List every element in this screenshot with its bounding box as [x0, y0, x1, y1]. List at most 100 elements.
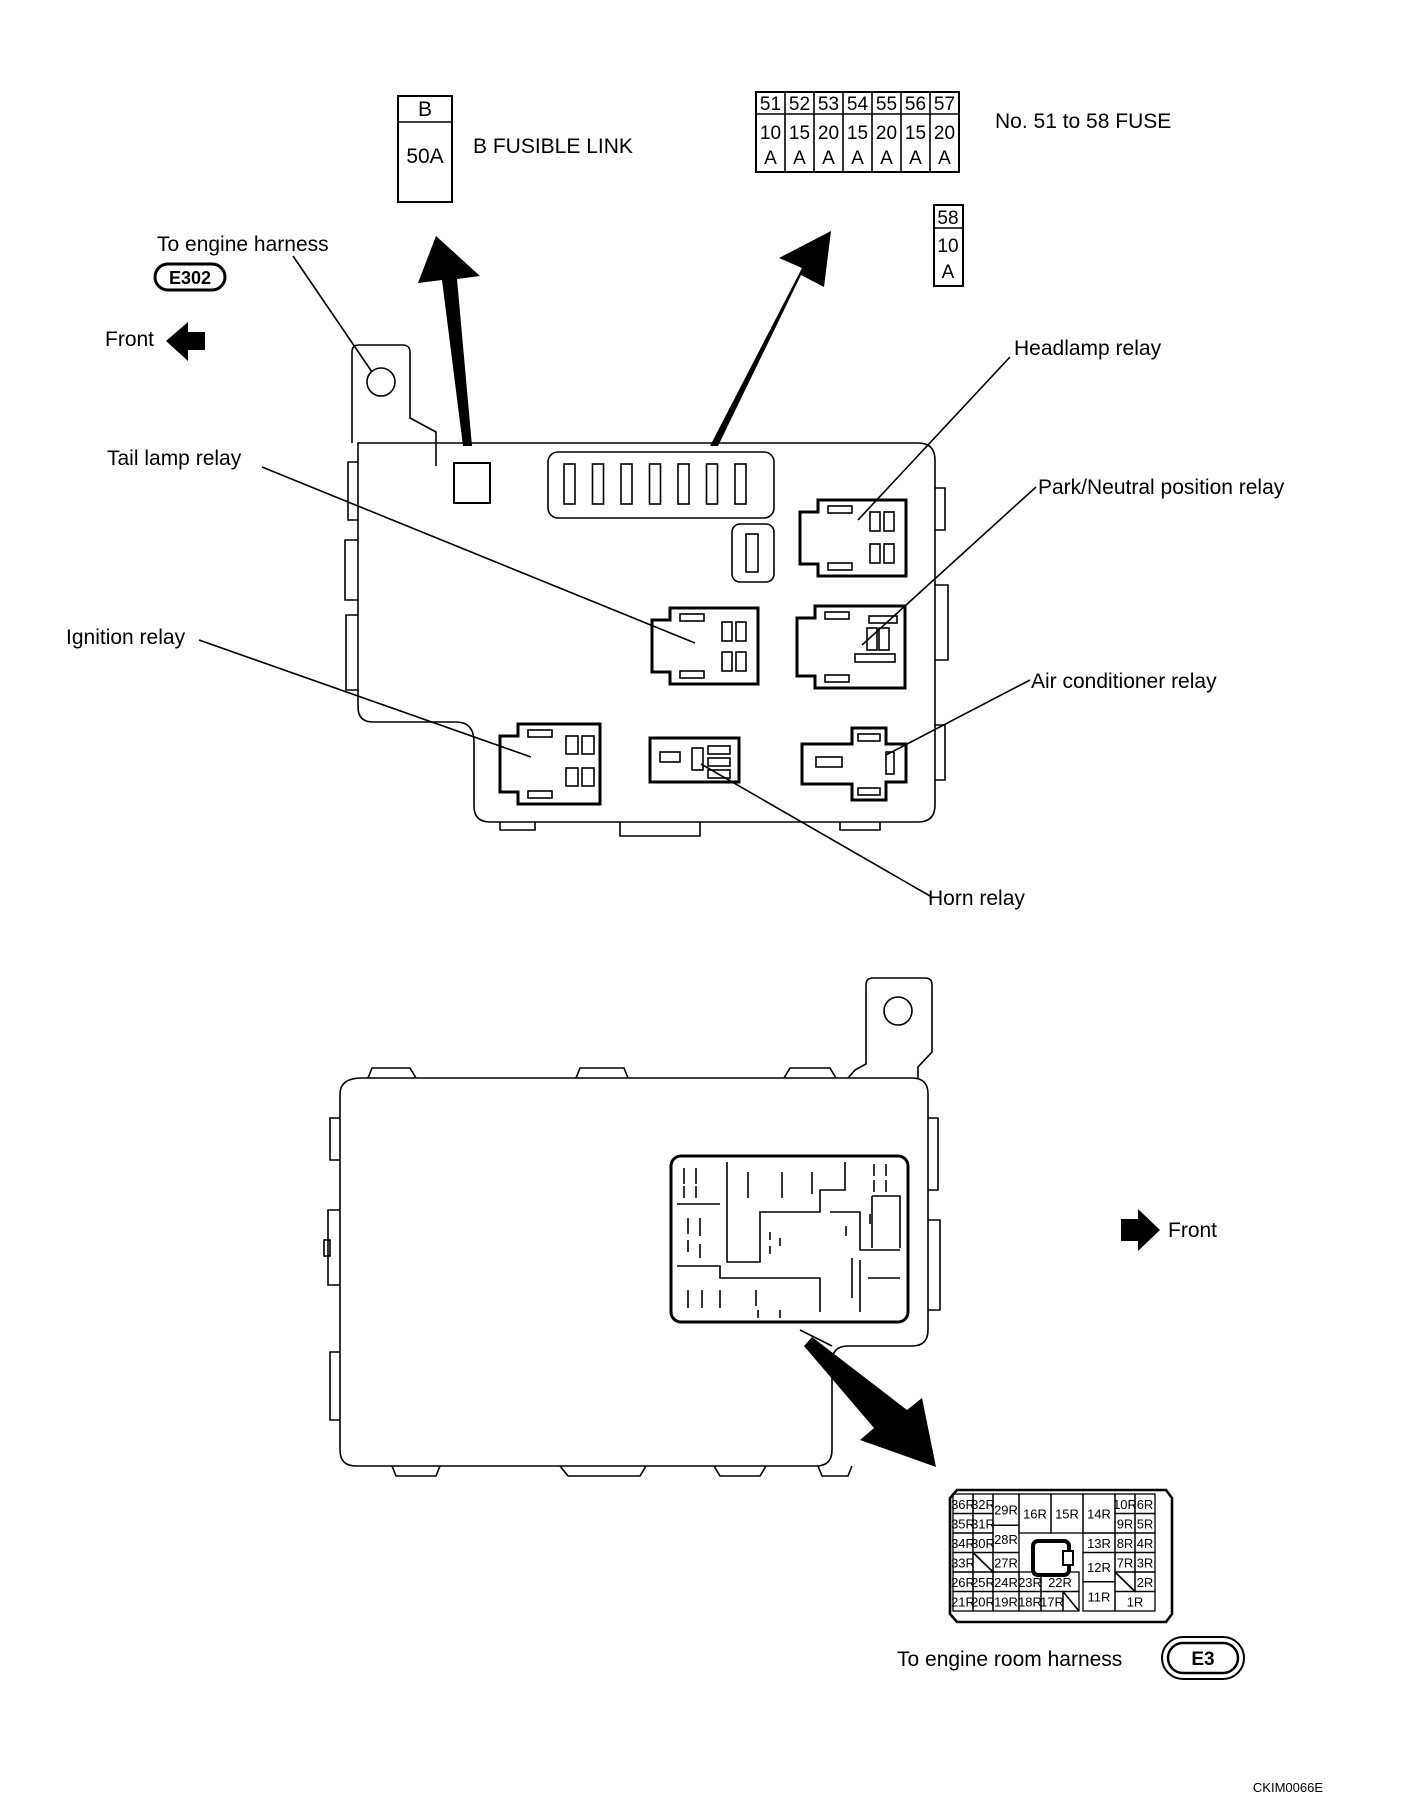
terminal-14R: 14R	[1087, 1507, 1111, 1522]
fuse-58-amp: 10	[937, 236, 958, 257]
relay-sockets-top-view	[498, 498, 908, 806]
fuse-53-amp: 20	[818, 123, 839, 144]
fuse-57-amp: 20	[934, 123, 955, 144]
terminal-26R: 26R	[951, 1575, 975, 1590]
fuse-58: 58 10 A	[933, 204, 964, 287]
terminal-10R: 10R	[1113, 1497, 1137, 1512]
fuse-51-number: 51	[760, 94, 781, 115]
terminal-22R: 22R	[1048, 1575, 1072, 1590]
fuse-55-amp: 20	[876, 123, 897, 144]
front-label-bottom: Front	[1168, 1219, 1217, 1242]
fuse-slot	[734, 463, 747, 505]
terminal-19R: 19R	[994, 1594, 1018, 1609]
air-conditioner-relay-socket	[800, 726, 908, 802]
fuse-56-unit: A	[909, 148, 922, 169]
terminal-4R: 4R	[1137, 1536, 1154, 1551]
arrow-to-fusible-link-icon	[418, 236, 480, 446]
front-label-top: Front	[105, 328, 154, 351]
engine-room-harness-label: To engine room harness	[897, 1648, 1122, 1671]
terminal-11R: 11R	[1088, 1589, 1111, 1604]
terminal-13R: 13R	[1087, 1536, 1111, 1551]
terminal-32R: 32R	[971, 1497, 995, 1512]
horn-relay-socket	[648, 736, 741, 784]
terminal-6R: 6R	[1137, 1497, 1154, 1512]
fusible-link-rating: 50A	[406, 145, 443, 168]
fuse-56-number: 56	[905, 94, 926, 115]
fuse-51-unit: A	[764, 148, 777, 169]
fuse-slots	[563, 463, 747, 505]
tail-lamp-relay-socket	[650, 606, 760, 686]
headlamp-relay-label: Headlamp relay	[1014, 337, 1162, 360]
fuse-52-amp: 15	[789, 123, 810, 144]
terminal-7R: 7R	[1117, 1555, 1134, 1570]
park-neutral-relay-socket	[795, 604, 907, 690]
fuse-53-number: 53	[818, 94, 839, 115]
fuse-slot	[648, 463, 662, 505]
terminal-17R: 17R	[1040, 1594, 1064, 1609]
air-conditioner-relay-label: Air conditioner relay	[1031, 670, 1217, 693]
fuse-57-unit: A	[938, 148, 951, 169]
terminal-29R: 29R	[994, 1503, 1018, 1518]
terminal-23R: 23R	[1018, 1575, 1042, 1590]
terminal-24R: 24R	[994, 1575, 1018, 1590]
terminal-1R: 1R	[1127, 1594, 1144, 1609]
tail-lamp-relay-label: Tail lamp relay	[107, 447, 242, 470]
terminal-15R: 15R	[1055, 1507, 1079, 1522]
fuse-58-unit: A	[942, 262, 955, 283]
fuse-slot	[677, 463, 690, 505]
fuse-52-unit: A	[793, 148, 806, 169]
fuse-56-amp: 15	[905, 123, 926, 144]
front-arrow-left-icon	[166, 322, 205, 361]
terminal-21R: 21R	[951, 1594, 975, 1609]
ignition-relay-socket	[498, 722, 602, 806]
terminal-18R: 18R	[1018, 1594, 1042, 1609]
terminal-8R: 8R	[1117, 1536, 1134, 1551]
fuse-51-amp: 10	[760, 123, 781, 144]
fuse-slot	[591, 463, 605, 505]
fuse-58-number: 58	[937, 208, 958, 229]
terminal-12R: 12R	[1087, 1560, 1111, 1575]
connector-e3-badge	[1166, 1641, 1240, 1675]
fuse-54-unit: A	[851, 148, 864, 169]
terminal-3R: 3R	[1137, 1555, 1154, 1570]
park-neutral-relay-label: Park/Neutral position relay	[1038, 476, 1285, 499]
fuse-55-number: 55	[876, 94, 897, 115]
horn-relay-label: Horn relay	[928, 887, 1025, 910]
terminal-20R: 20R	[971, 1594, 995, 1609]
terminal-31R: 31R	[971, 1516, 995, 1531]
figure-code: CKIM0066E	[1253, 1780, 1323, 1795]
fusible-link-letter: B	[418, 98, 432, 121]
fuse-slot	[563, 463, 576, 505]
fuse-54-number: 54	[847, 94, 869, 115]
terminal-28R: 28R	[994, 1532, 1018, 1547]
fusible-link-label: B FUSIBLE LINK	[473, 135, 633, 158]
terminal-2R: 2R	[1137, 1575, 1154, 1590]
terminal-16R: 16R	[1023, 1507, 1047, 1522]
headlamp-relay-socket	[798, 498, 908, 578]
harness-receptacle	[669, 1154, 910, 1324]
fuse-54-amp: 15	[847, 123, 868, 144]
terminal-25R: 25R	[971, 1575, 995, 1590]
terminal-33R: 33R	[951, 1555, 975, 1570]
fuse-53-unit: A	[822, 148, 835, 169]
fuse-57-number: 57	[934, 94, 955, 115]
fuse-slot	[705, 463, 719, 505]
fuse-block-51-57: 51 10A 52 15A 53 20A 54 15A 55 20A 56 15A 57 20A	[755, 91, 960, 173]
terminal-9R: 9R	[1117, 1516, 1134, 1531]
terminal-34R: 34R	[951, 1536, 975, 1551]
fuse-55-unit: A	[880, 148, 893, 169]
terminal-30R: 30R	[971, 1536, 995, 1551]
fuse-52-number: 52	[789, 94, 810, 115]
top-view: B 50A B FUSIBLE LINK 5110A5215A5320A5415…	[66, 91, 1285, 910]
connector-e302-badge	[153, 262, 227, 292]
ignition-relay-label: Ignition relay	[66, 626, 186, 649]
terminal-36R: 36R	[951, 1497, 975, 1512]
terminal-35R: 35R	[951, 1516, 975, 1531]
arrow-to-connector-icon	[804, 1337, 936, 1467]
connector-e3-label: E3	[1191, 1649, 1214, 1670]
fuse-slot	[620, 463, 633, 505]
arrow-to-fuse-block-icon	[710, 231, 831, 446]
